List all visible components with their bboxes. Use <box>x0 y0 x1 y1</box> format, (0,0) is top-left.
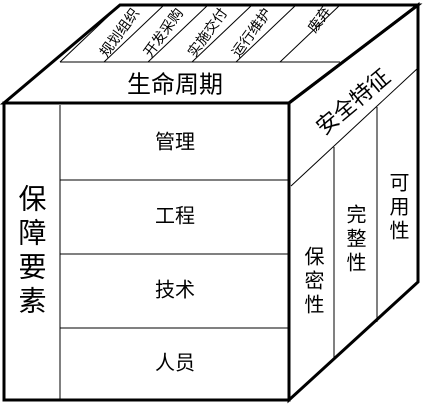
right-face <box>290 67 419 360</box>
phase-labels: 规划组织 开发采购 实施交付 运行维护 废弃 <box>97 4 335 60</box>
lifecycle-label: 生命周期 <box>127 71 223 99</box>
assurance-element-label: 管理 <box>155 130 195 154</box>
phase-label: 开发采购 <box>141 6 187 61</box>
security-features: 保密性 完整性 可用性 <box>301 172 410 318</box>
phase-label: 规划组织 <box>97 6 143 61</box>
assurance-label: 保障要素 <box>15 184 48 320</box>
phase-label: 废弃 <box>305 4 334 36</box>
security-feature-label: 可用性 <box>386 172 410 244</box>
top-face <box>59 4 341 63</box>
phase-label: 实施交付 <box>184 5 231 60</box>
security-feature-label: 保密性 <box>301 246 325 318</box>
phase-label: 运行维护 <box>229 6 275 61</box>
front-face <box>59 105 289 400</box>
assurance-elements: 管理 工程 技术 人员 <box>155 130 195 375</box>
assurance-element-label: 人员 <box>155 351 195 375</box>
assurance-element-label: 技术 <box>155 278 195 302</box>
security-feature-label: 完整性 <box>343 204 367 276</box>
assurance-element-label: 工程 <box>155 204 195 228</box>
